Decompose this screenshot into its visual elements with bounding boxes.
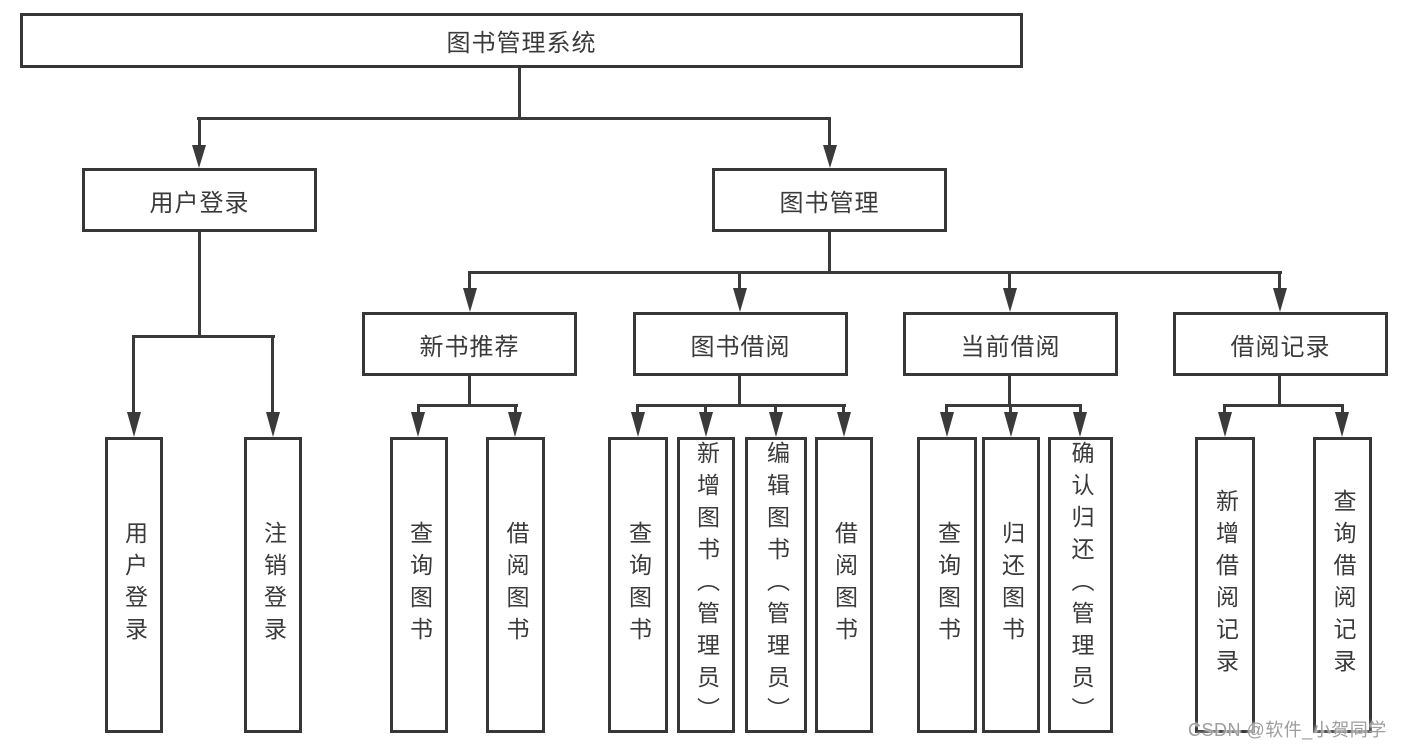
- arrow-down-icon: [837, 412, 851, 437]
- leaf-query-borrow-record-label: 查询借阅记录: [1330, 489, 1356, 681]
- node-book-management-label: 图书管理: [779, 189, 880, 217]
- connector-h: [636, 404, 846, 407]
- connector-v: [774, 404, 777, 414]
- leaf-add-borrow-record: 新增借阅记录: [1195, 437, 1255, 733]
- arrow-down-icon: [1273, 288, 1287, 312]
- leaf-borrow-books-recommend-label: 借阅图书: [503, 521, 529, 649]
- connector-h: [1223, 404, 1344, 407]
- leaf-edit-books-admin: 编辑图书（管理员）: [745, 437, 807, 733]
- connector-v: [198, 232, 201, 338]
- node-current-borrow-label: 当前借阅: [960, 333, 1061, 361]
- arrow-down-icon: [823, 145, 837, 168]
- arrow-down-icon: [1073, 412, 1087, 437]
- node-new-book-recommend: 新书推荐: [362, 312, 577, 376]
- connector-v: [1341, 404, 1344, 414]
- connector-v: [1008, 376, 1011, 407]
- connector-h: [197, 117, 831, 120]
- leaf-confirm-return-admin: 确认归还（管理员）: [1048, 437, 1113, 733]
- arrow-down-icon: [769, 412, 783, 437]
- arrow-down-icon: [192, 145, 206, 168]
- connector-h: [945, 404, 1082, 407]
- node-root-label: 图书管理系统: [446, 30, 597, 57]
- leaf-user-login-label: 用户登录: [121, 521, 148, 649]
- connector-v: [738, 376, 741, 407]
- arrow-down-icon: [127, 412, 141, 437]
- node-new-book-recommend-label: 新书推荐: [419, 333, 520, 361]
- leaf-query-books-recommend-label: 查询图书: [406, 521, 433, 649]
- leaf-edit-books-admin-label: 编辑图书（管理员）: [763, 441, 790, 729]
- connector-h: [417, 404, 518, 407]
- arrow-down-icon: [631, 412, 645, 437]
- leaf-confirm-return-admin-label: 确认归还（管理员）: [1068, 441, 1094, 729]
- leaf-logout-label: 注销登录: [260, 521, 287, 649]
- leaf-add-borrow-record-label: 新增借阅记录: [1212, 489, 1239, 681]
- leaf-add-books-admin: 新增图书（管理员）: [677, 437, 735, 733]
- leaf-add-books-admin-label: 新增图书（管理员）: [693, 441, 720, 729]
- connector-v: [738, 271, 741, 291]
- connector-v: [514, 404, 517, 414]
- arrow-down-icon: [1003, 288, 1017, 312]
- node-current-borrow: 当前借阅: [903, 312, 1118, 376]
- arrow-down-icon: [1004, 412, 1018, 437]
- connector-v: [132, 335, 135, 414]
- connector-v: [842, 404, 845, 414]
- arrow-down-icon: [940, 412, 954, 437]
- connector-v: [1278, 376, 1281, 407]
- node-borrow-records-label: 借阅记录: [1230, 333, 1331, 361]
- connector-v: [271, 335, 274, 414]
- arrow-down-icon: [411, 412, 425, 437]
- connector-v: [828, 232, 831, 274]
- leaf-query-books-borrow-label: 查询图书: [625, 521, 652, 649]
- leaf-return-books: 归还图书: [982, 437, 1040, 733]
- connector-v: [417, 404, 420, 414]
- connector-h: [468, 271, 1282, 274]
- connector-h: [132, 335, 275, 338]
- node-book-management: 图书管理: [712, 168, 947, 232]
- leaf-query-books-current: 查询图书: [917, 437, 977, 733]
- connector-v: [704, 404, 707, 414]
- leaf-borrow-books-recommend: 借阅图书: [486, 437, 545, 733]
- leaf-borrow-books: 借阅图书: [815, 437, 873, 733]
- leaf-query-borrow-record: 查询借阅记录: [1313, 437, 1372, 733]
- connector-v: [636, 404, 639, 414]
- connector-v: [198, 117, 201, 147]
- arrow-down-icon: [463, 288, 477, 312]
- watermark: CSDN @软件_小贺同学: [1188, 720, 1387, 740]
- leaf-logout: 注销登录: [244, 437, 302, 733]
- connector-v: [1223, 404, 1226, 414]
- node-user-login-label: 用户登录: [149, 189, 250, 217]
- arrow-down-icon: [1335, 412, 1349, 437]
- connector-v: [1278, 271, 1281, 291]
- node-book-borrow: 图书借阅: [633, 312, 848, 376]
- leaf-query-books-borrow: 查询图书: [608, 437, 668, 733]
- connector-v: [1008, 271, 1011, 291]
- connector-v: [1079, 404, 1082, 414]
- leaf-user-login: 用户登录: [105, 437, 163, 733]
- arrow-down-icon: [699, 412, 713, 437]
- leaf-return-books-label: 归还图书: [998, 521, 1025, 649]
- leaf-borrow-books-label: 借阅图书: [831, 521, 858, 649]
- arrow-down-icon: [508, 412, 522, 437]
- node-user-login: 用户登录: [82, 168, 317, 232]
- connector-v: [828, 117, 831, 147]
- connector-v: [1009, 404, 1012, 414]
- node-borrow-records: 借阅记录: [1173, 312, 1388, 376]
- arrow-down-icon: [733, 288, 747, 312]
- connector-v: [468, 271, 471, 291]
- arrow-down-icon: [266, 412, 280, 437]
- connector-v: [518, 68, 521, 119]
- leaf-query-books-current-label: 查询图书: [934, 521, 961, 649]
- leaf-query-books-recommend: 查询图书: [390, 437, 448, 733]
- node-root: 图书管理系统: [20, 13, 1023, 68]
- connector-v: [945, 404, 948, 414]
- node-book-borrow-label: 图书借阅: [690, 333, 791, 361]
- arrow-down-icon: [1218, 412, 1232, 437]
- connector-v: [468, 376, 471, 407]
